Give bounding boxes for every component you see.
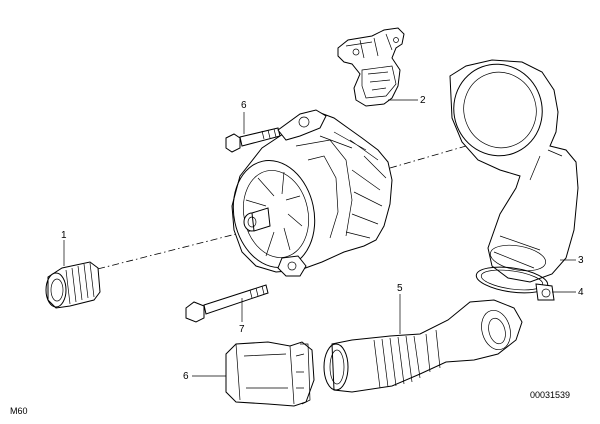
callout-6-upper: 6 <box>241 100 247 111</box>
callout-3: 3 <box>578 255 584 266</box>
upper-bolt-part <box>225 127 281 153</box>
pulley-part <box>45 261 101 309</box>
callout-6-lower: 6 <box>183 371 189 382</box>
adapter-part <box>225 341 315 407</box>
callout-2: 2 <box>420 95 426 106</box>
leader-lines <box>63 99 576 377</box>
regulator-part <box>337 27 405 107</box>
callout-1: 1 <box>61 230 67 241</box>
alternator-body <box>231 109 393 277</box>
hose-clamp-part <box>475 266 555 301</box>
document-number: 00031539 <box>530 390 570 400</box>
callout-4: 4 <box>578 287 584 298</box>
corrugated-intake-hose-part <box>323 299 523 393</box>
alternator-axis-line <box>69 145 467 277</box>
long-bolt-part <box>185 284 269 323</box>
callout-7: 7 <box>239 324 245 335</box>
air-duct-hose-part <box>449 59 579 283</box>
model-code: M60 <box>10 406 28 416</box>
callout-5: 5 <box>397 283 403 294</box>
